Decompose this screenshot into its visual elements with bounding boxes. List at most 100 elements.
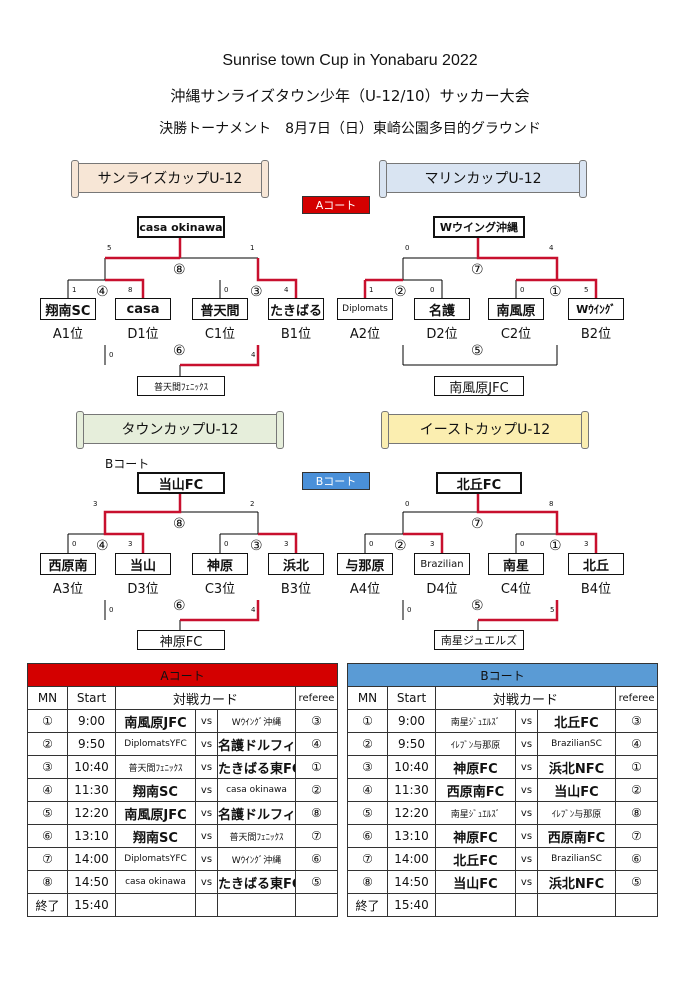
away-team-cell: Wｳｲﾝｸﾞ沖縄 [217,847,296,871]
match-number-cell: ④ [347,778,388,802]
referee-cell: ⑦ [294,824,339,848]
team-box: Diplomats [337,298,393,320]
match-number: ⑤ [471,343,484,359]
score: 5 [584,286,589,294]
rank-label: C1位 [204,327,236,342]
referee-cell: ③ [294,709,339,733]
sunrise-cup-banner: サンライズカップU-12 [71,160,269,198]
score: 0 [405,500,410,508]
match-number-cell: ③ [27,755,68,779]
match-number: ⑦ [471,262,484,278]
court-a-label: Aコート [302,196,370,214]
match-number: ① [549,284,562,300]
col-header: referee [614,686,659,710]
home-team-cell: 翔南SC [115,824,196,848]
rank-label: D4位 [426,582,458,597]
marine-cup-banner: マリンカップU-12 [379,160,587,198]
match-number-cell: ⑦ [27,847,68,871]
match-number: ④ [96,284,109,300]
vs-cell: vs [515,870,538,894]
vs-cell: vs [515,709,538,733]
home-team-cell [435,893,516,917]
vs-cell: vs [195,778,218,802]
bracket-lines [67,238,598,630]
away-team-cell [217,893,296,917]
third-place-winner: 神原FC [137,630,225,650]
table-row: ⑤12:20南風原JFCvs名護ドルフィン⑧ [27,801,339,825]
match-number-cell: ③ [347,755,388,779]
home-team-cell: DiplomatsYFC [115,847,196,871]
court-b-caption: Bコート [346,663,659,687]
team-box: 西原南 [40,553,96,575]
start-time-cell: 9:50 [387,732,436,756]
vs-cell: vs [195,847,218,871]
page-title: Sunrise town Cup in Yonabaru 2022 [222,52,478,69]
team-box: 南星 [488,553,544,575]
vs-cell: vs [515,755,538,779]
match-number-cell: ① [27,709,68,733]
match-number-cell: ⑤ [27,801,68,825]
east-winner: 北丘FC [436,472,522,494]
vs-cell: vs [515,801,538,825]
score: 0 [109,351,114,359]
match-number-cell: ⑥ [347,824,388,848]
referee-cell: ② [294,778,339,802]
referee-cell: ⑥ [294,847,339,871]
match-number-cell: ① [347,709,388,733]
marine-winner: Wウイング沖縄 [433,216,525,238]
match-number-cell: 終了 [347,893,388,917]
home-team-cell [115,893,196,917]
score: 3 [430,540,435,548]
team-box: たきばる [268,298,324,320]
vs-cell: vs [515,847,538,871]
start-time-cell: 14:00 [387,847,436,871]
referee-cell: ⑦ [614,824,659,848]
start-time-cell: 10:40 [387,755,436,779]
court-b-note: Bコート [105,457,150,471]
vs-cell: vs [195,709,218,733]
score: 1 [250,244,255,252]
score: 0 [224,286,229,294]
col-header: MN [27,686,68,710]
referee-cell: ⑤ [614,870,659,894]
away-team-cell: casa okinawa [217,778,296,802]
score: 3 [284,540,289,548]
referee-cell: ⑧ [614,801,659,825]
match-number-cell: ④ [27,778,68,802]
match-number: ① [549,538,562,554]
rank-label: A1位 [52,327,84,342]
table-row: ②9:50DiplomatsYFCvs名護ドルフィン④ [27,732,339,756]
referee-cell: ② [614,778,659,802]
referee-cell [614,893,659,917]
team-box: 浜北 [268,553,324,575]
score: 0 [72,540,77,548]
vs-cell: vs [515,824,538,848]
match-number-cell: 終了 [27,893,68,917]
match-number-cell: ⑦ [347,847,388,871]
referee-cell: ⑥ [614,847,659,871]
start-time-cell: 12:20 [67,801,116,825]
page-subtitle: 沖縄サンライズタウン少年（U-12/10）サッカー大会 [170,87,530,105]
match-number: ⑧ [173,516,186,532]
col-header: 対戦カード [115,686,296,710]
match-number: ⑥ [173,343,186,359]
vs-cell: vs [515,732,538,756]
home-team-cell: DiplomatsYFC [115,732,196,756]
score: 4 [549,244,554,252]
score: 2 [250,500,255,508]
match-number: ③ [250,284,263,300]
vs-cell: vs [195,732,218,756]
home-team-cell: 西原南FC [435,778,516,802]
start-time-cell: 15:40 [67,893,116,917]
start-time-cell: 11:30 [387,778,436,802]
vs-cell [195,893,218,917]
